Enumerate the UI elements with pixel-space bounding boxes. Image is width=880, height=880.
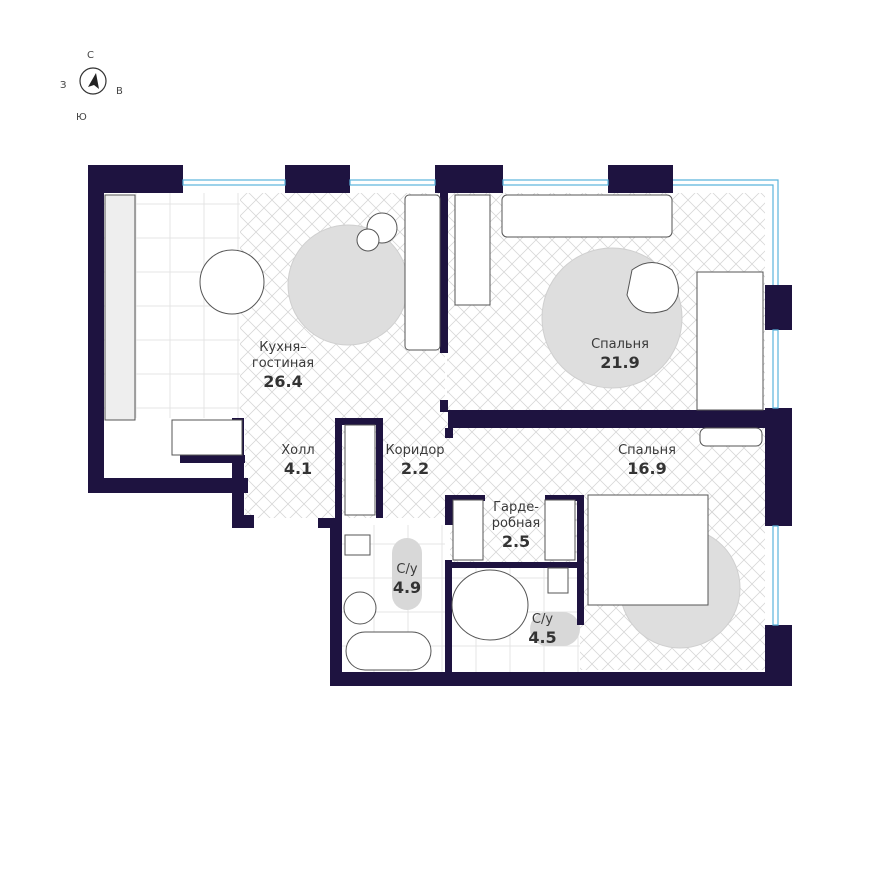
room-name: Спальня <box>618 443 676 458</box>
compass-arrow-icon <box>79 67 107 95</box>
room-area: 16.9 <box>627 459 667 478</box>
room-area: 21.9 <box>600 353 640 372</box>
living-rug <box>287 224 409 346</box>
room-area: 26.4 <box>263 372 303 391</box>
room-label-bathroom-1: С/у 4.9 <box>386 562 428 598</box>
kitchen-counter <box>104 194 136 421</box>
room-label-bathroom-2: С/у 4.5 <box>520 612 565 648</box>
bedside-table <box>699 427 763 447</box>
room-area: 4.1 <box>283 459 313 478</box>
room-area: 2.5 <box>501 532 531 551</box>
room-label-bedroom-1: Спальня 21.9 <box>580 337 660 373</box>
bathtub <box>345 631 432 671</box>
room-name: С/у <box>531 612 554 627</box>
room-label-kitchen-living: Кухня– гостиная 26.4 <box>238 340 328 392</box>
room-name: гостиная <box>251 356 315 371</box>
corner-bath <box>451 569 529 641</box>
room-area: 4.9 <box>392 578 422 597</box>
room-name: С/у <box>396 562 418 577</box>
room-name: Спальня <box>591 337 649 352</box>
room-label-corridor: Коридор 2.2 <box>380 443 450 479</box>
armchair <box>626 262 679 314</box>
room-label-hall: Холл 4.1 <box>268 443 328 479</box>
desk <box>501 194 673 238</box>
wardrobe-left <box>452 499 484 561</box>
dining-table <box>199 249 265 315</box>
toilet-1 <box>344 534 371 556</box>
sofa <box>404 194 441 351</box>
bed-double <box>587 494 709 606</box>
room-name: Гарде- <box>493 500 539 515</box>
walls <box>88 165 792 686</box>
room-name: Холл <box>281 443 315 458</box>
bath2-rug <box>530 612 580 646</box>
wardrobe-right <box>544 499 576 561</box>
bath1-rug <box>392 538 422 610</box>
compass: С З В Ю <box>60 50 130 130</box>
hall-floor <box>245 418 335 518</box>
room-name: робная <box>491 516 541 531</box>
room-name: Коридор <box>385 443 445 458</box>
compass-west: З <box>60 80 67 91</box>
room-area: 2.2 <box>400 459 430 478</box>
room-name: Кухня– <box>259 340 307 355</box>
compass-north: С <box>87 50 94 61</box>
compass-east: В <box>116 86 123 97</box>
wardrobe-1 <box>454 194 491 306</box>
fridge <box>171 419 243 456</box>
compass-south: Ю <box>76 112 87 123</box>
furniture <box>104 194 764 671</box>
room-label-wardrobe: Гарде- робная 2.5 <box>482 500 550 552</box>
bed-single <box>696 271 764 411</box>
wardrobe-corridor <box>344 424 376 516</box>
windows <box>182 179 779 626</box>
sink-1 <box>343 591 377 625</box>
toilet-2 <box>547 567 569 594</box>
room-area: 4.5 <box>528 628 557 647</box>
room-label-bedroom-2: Спальня 16.9 <box>607 443 687 479</box>
